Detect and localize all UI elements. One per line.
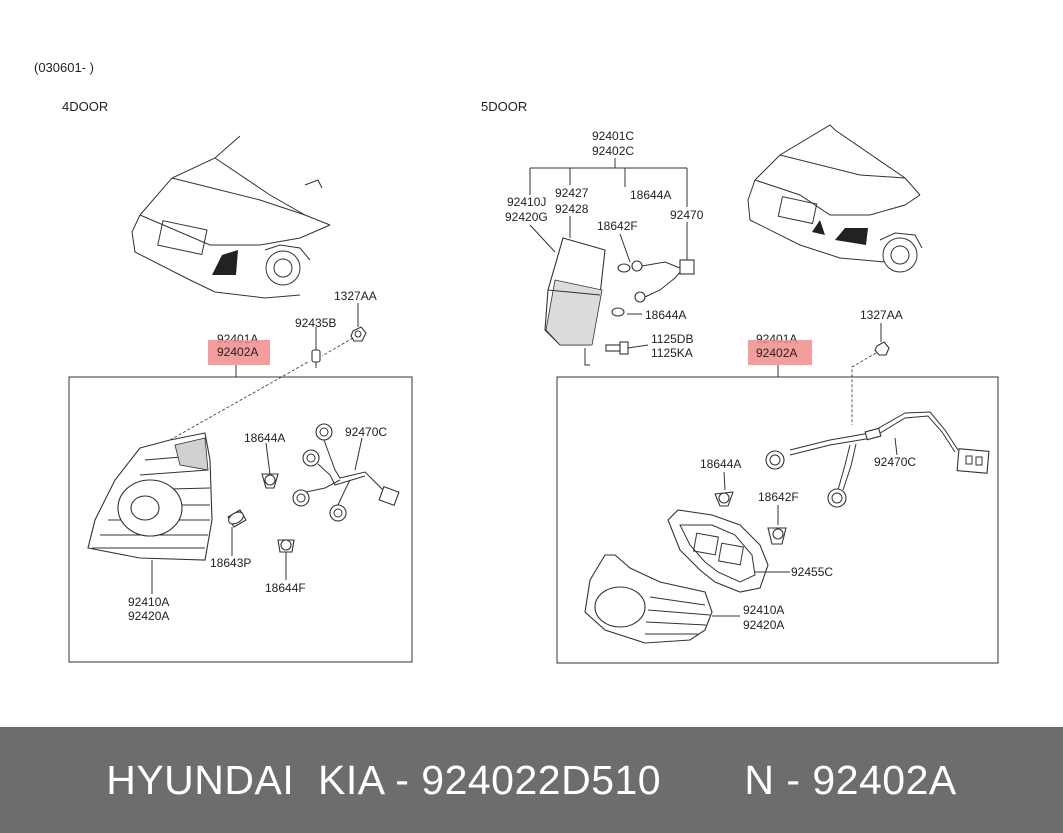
label-18644A-right: 18644A — [700, 457, 741, 471]
label-92402A: 92402A — [217, 345, 258, 359]
label-92420A: 92420A — [128, 609, 169, 623]
label-92427: 92427 — [555, 186, 589, 200]
rear-lamp-92410A — [87, 432, 213, 561]
bolt-1125DB — [605, 341, 629, 355]
screw-92435B — [311, 349, 321, 368]
section-4door: 4DOOR 1327AA 92435B 92401A — [62, 99, 413, 663]
label-92410A-right: 92410A — [743, 603, 784, 617]
label-92410J: 92410J — [507, 195, 546, 209]
highlight-92402A-left — [208, 340, 270, 365]
bulb-18643P — [227, 509, 247, 528]
label-92435B: 92435B — [295, 316, 336, 330]
label-1125KA: 1125KA — [651, 346, 693, 360]
section-title-4door: 4DOOR — [62, 99, 108, 114]
label-92470C-right: 92470C — [874, 455, 916, 469]
label-92428: 92428 — [555, 202, 589, 216]
bulb-18642F-top — [617, 263, 631, 273]
label-18644A-mid: 18644A — [645, 308, 686, 322]
bulb-18644A — [261, 473, 279, 489]
section-title-5door: 5DOOR — [481, 99, 527, 114]
wiring-harness-92470C-right — [765, 411, 990, 508]
car-5door-illustration — [747, 124, 923, 273]
part-number-footer: HYUNDAI KIA - 924022D510 N - 92402A — [0, 727, 1063, 833]
bulb-18644A-right — [714, 491, 734, 507]
label-92401C: 92401C — [592, 129, 634, 143]
wiring-harness-92470C — [292, 423, 400, 522]
nut-1327AA — [350, 326, 367, 342]
label-92410A: 92410A — [128, 595, 169, 609]
rear-lamp-92410J — [544, 237, 606, 346]
label-1327AA-right: 1327AA — [860, 308, 903, 322]
label-92470C: 92470C — [345, 425, 387, 439]
label-18644A-top: 18644A — [630, 188, 671, 202]
car-4door-illustration — [131, 135, 331, 299]
label-18644F: 18644F — [265, 581, 306, 595]
footer-reference-number: N - 92402A — [744, 756, 957, 803]
label-18642F-top: 18642F — [597, 219, 638, 233]
parts-diagram: (030601- ) 4DOOR 1327AA 92435B — [34, 60, 999, 664]
section-5door: 5DOOR 92401C 92402C 92410J 92420G 92427 … — [481, 99, 999, 664]
label-92420G: 92420G — [505, 210, 548, 224]
label-18644A: 18644A — [244, 431, 285, 445]
detail-box-4door — [68, 376, 413, 663]
label-1327AA: 1327AA — [334, 289, 377, 303]
gasket-92455C — [667, 509, 769, 593]
label-18643P: 18643P — [210, 556, 251, 570]
date-code: (030601- ) — [34, 60, 94, 75]
label-92402C: 92402C — [592, 144, 634, 158]
label-92455C: 92455C — [791, 565, 833, 579]
label-92402A-right: 92402A — [756, 346, 797, 360]
footer-brand-part-number: HYUNDAI KIA - 924022D510 — [106, 756, 662, 803]
wiring-harness-92470 — [631, 259, 695, 303]
detail-box-5door — [556, 376, 999, 664]
bulb-18644A-mid — [611, 307, 625, 317]
bulb-18644F — [277, 539, 295, 553]
label-18642F-right: 18642F — [758, 490, 799, 504]
highlight-92402A-right — [748, 340, 812, 365]
bulb-18642F-right — [767, 527, 787, 545]
nut-1327AA-right — [874, 341, 890, 356]
label-92470: 92470 — [670, 208, 704, 222]
label-1125DB: 1125DB — [651, 332, 693, 346]
label-92420A-right: 92420A — [743, 618, 784, 632]
rear-lamp-92410A-right — [584, 554, 713, 644]
